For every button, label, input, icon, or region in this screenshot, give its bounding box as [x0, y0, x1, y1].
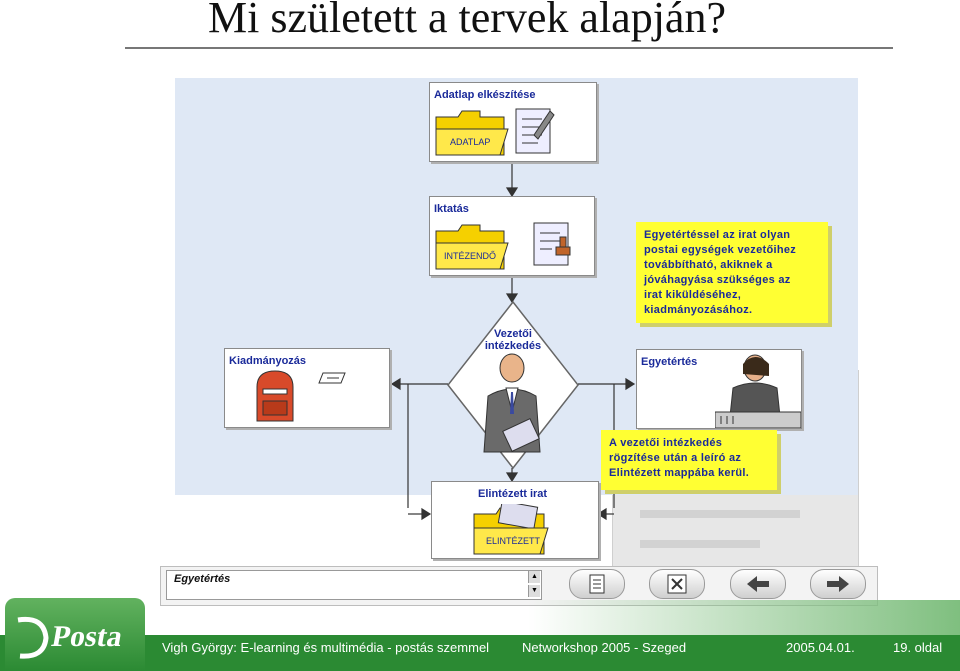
footer-date: 2005.04.01.	[786, 640, 855, 655]
footer-bar	[0, 635, 960, 671]
envelope-icon	[318, 372, 346, 384]
vezetoi-label: Vezetői intézkedés	[473, 328, 553, 352]
dialog-placeholder-line	[640, 540, 760, 548]
document-icon	[589, 574, 605, 594]
arrow-right-icon	[827, 576, 849, 592]
scroll-down-button[interactable]: ▼	[528, 585, 540, 597]
footer-page-number: 19. oldal	[893, 640, 943, 655]
document-button[interactable]	[569, 569, 625, 599]
footer-gradient	[0, 600, 960, 636]
scroll-up-button[interactable]: ▲	[528, 571, 540, 583]
elintezett-folder-label: ELINTÉZETT	[486, 536, 541, 546]
egyetertes-box[interactable]: Egyetértés	[636, 349, 802, 429]
vezetoi-label-line1: Vezetői	[494, 328, 532, 340]
adatlap-title: Adatlap elkészítése	[434, 89, 536, 101]
adatlap-folder-label: ADATLAP	[450, 137, 491, 147]
vezetoi-diamond[interactable]	[446, 300, 580, 470]
manager-figure-icon	[483, 353, 541, 453]
iktatas-title: Iktatás	[434, 203, 469, 215]
posthorn-icon	[17, 616, 49, 659]
woman-phone-icon	[715, 354, 801, 428]
title-divider	[125, 47, 893, 49]
mailbox-icon	[256, 370, 294, 422]
elintezett-box[interactable]: Elintézett irat ELINTÉZETT	[431, 481, 599, 559]
detail-textbox[interactable]	[166, 570, 542, 600]
folder-icon	[435, 110, 509, 156]
iktatas-box[interactable]: Iktatás INTÉZENDŐ	[429, 196, 595, 276]
close-box-icon	[667, 574, 687, 594]
note-elintezett: A vezetői intézkedés rögzítése után a le…	[601, 430, 777, 490]
detail-text: Egyetértés	[174, 573, 231, 585]
kiadmanyozas-box[interactable]: Kiadmányozás	[224, 348, 390, 428]
folder-icon	[435, 224, 509, 270]
kiadmanyozas-title: Kiadmányozás	[229, 355, 307, 367]
slide-title: Mi született a tervek alapján?	[208, 0, 726, 42]
document-stamp-icon	[533, 222, 571, 266]
folder-icon	[473, 504, 549, 555]
note-egyetertes: Egyetértéssel az irat olyan postai egysé…	[636, 222, 828, 323]
footer-author: Vigh György: E-learning és multimédia - …	[162, 640, 490, 655]
footer-event: Networkshop 2005 - Szeged	[522, 640, 687, 655]
forward-button[interactable]	[810, 569, 866, 599]
vezetoi-label-line2: intézkedés	[484, 340, 542, 352]
back-button[interactable]	[730, 569, 786, 599]
elintezett-title: Elintézett irat	[478, 488, 548, 500]
adatlap-box[interactable]: Adatlap elkészítése ADATLAP	[429, 82, 597, 162]
egyetertes-title: Egyetértés	[641, 356, 698, 368]
delete-button[interactable]	[649, 569, 705, 599]
dialog-placeholder-line	[640, 510, 800, 518]
arrow-left-icon	[747, 576, 769, 592]
iktatas-folder-label: INTÉZENDŐ	[444, 251, 497, 261]
document-pen-icon	[515, 108, 555, 154]
posta-logo-tab	[5, 598, 145, 671]
posta-logo: Posta	[49, 620, 125, 653]
